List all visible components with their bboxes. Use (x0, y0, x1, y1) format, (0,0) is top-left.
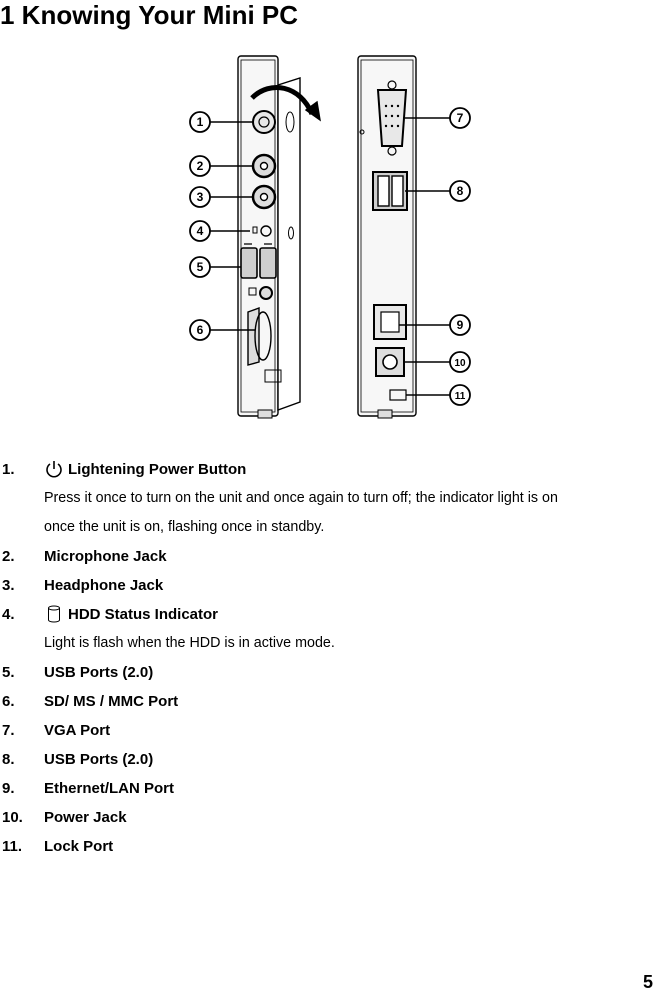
item-description: once the unit is on, flashing once in st… (44, 519, 325, 535)
hdd-icon (48, 605, 60, 623)
back-view-device (357, 55, 417, 419)
item-number: 1. (2, 461, 15, 478)
item-number: 9. (2, 780, 15, 797)
item-label: Lock Port (44, 838, 114, 855)
callout-8-circle (449, 180, 471, 202)
list-item: 3. Headphone Jack (0, 571, 661, 600)
item-label: Headphone Jack (44, 577, 164, 594)
callout-11: 11 (455, 391, 466, 402)
callout-10: 10 (454, 358, 466, 369)
item-label: VGA Port (44, 722, 111, 739)
item-label: USB Ports (2.0) (44, 664, 154, 681)
callout-10-circle (449, 351, 471, 373)
leader-lines (210, 117, 450, 396)
callout-8: 8 (457, 184, 464, 198)
callout-3-circle (189, 186, 211, 208)
item-label: SD/ MS / MMC Port (44, 693, 179, 710)
callout-4-circle (189, 220, 211, 242)
list-item: 9. Ethernet/LAN Port (0, 774, 661, 803)
item-label: Microphone Jack (44, 548, 167, 565)
list-item: 8. USB Ports (2.0) (0, 745, 661, 774)
list-item: 6. SD/ MS / MMC Port (0, 687, 661, 716)
item-number: 8. (2, 751, 15, 768)
item-number: 6. (2, 693, 15, 710)
item-number: 3. (2, 577, 15, 594)
component-list: 1. Lightening Power Button Press it once… (0, 455, 661, 861)
callout-6: 6 (197, 323, 204, 337)
callout-2: 2 (197, 159, 204, 173)
page-title: 1 Knowing Your Mini PC (0, 0, 299, 30)
list-item: 7. VGA Port (0, 716, 661, 745)
list-item: 10. Power Jack (0, 803, 661, 832)
list-item: 11. Lock Port (0, 832, 661, 861)
callout-6-circle (189, 319, 211, 341)
callout-11-circle (449, 384, 471, 406)
list-item: 2. Microphone Jack (0, 542, 661, 571)
item-label: Lightening Power Button (68, 461, 247, 478)
callout-4: 4 (197, 224, 204, 238)
callout-2-circle (189, 155, 211, 177)
callout-7: 7 (457, 111, 464, 125)
callout-9: 9 (457, 318, 464, 332)
item-number: 11. (2, 838, 23, 855)
callout-1-circle (189, 111, 211, 133)
item-label: Ethernet/LAN Port (44, 780, 175, 797)
item-label: Power Jack (44, 809, 127, 826)
power-icon (46, 461, 62, 478)
mini-pc-diagram: 1 2 3 4 5 6 7 8 9 10 11 (189, 55, 471, 419)
callout-1: 1 (197, 115, 204, 129)
callout-5-circle (189, 256, 211, 278)
item-number: 10. (2, 809, 23, 826)
item-label: HDD Status Indicator (68, 606, 219, 623)
list-item: 4. HDD Status Indicator (0, 600, 661, 629)
callout-3: 3 (197, 190, 204, 204)
item-description: Light is flash when the HDD is in active… (44, 635, 335, 651)
item-number: 2. (2, 548, 15, 565)
front-view-device (237, 55, 321, 419)
item-number: 4. (2, 606, 15, 623)
list-item: 5. USB Ports (2.0) (0, 658, 661, 687)
item-number: 5. (2, 664, 15, 681)
callout-9-circle (449, 314, 471, 336)
item-description: Press it once to turn on the unit and on… (44, 490, 558, 506)
page-number: 5 (642, 972, 653, 992)
list-item: 1. Lightening Power Button (0, 455, 661, 484)
item-number: 7. (2, 722, 15, 739)
callout-5: 5 (197, 260, 204, 274)
item-label: USB Ports (2.0) (44, 751, 154, 768)
callout-7-circle (449, 107, 471, 129)
